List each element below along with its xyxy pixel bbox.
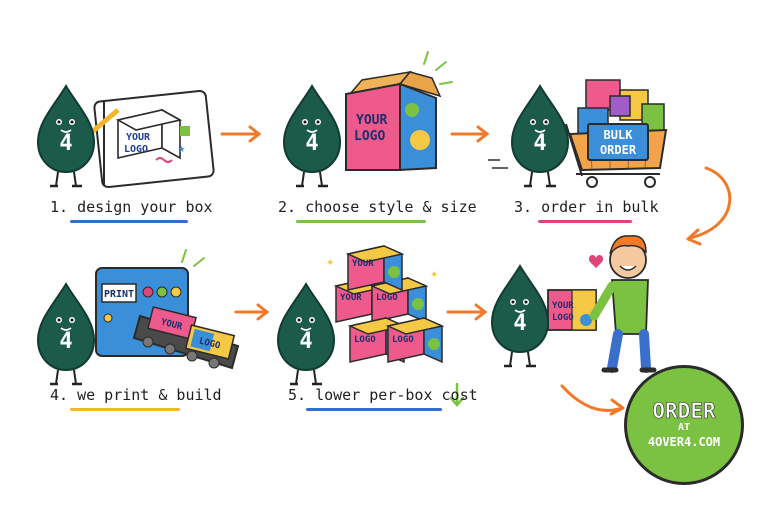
step1-illustration: YOUR LOGO ★ 4 <box>36 84 215 189</box>
delivery-illustration: YOUR LOGO 4 <box>490 235 657 373</box>
cart-wheel <box>586 176 598 188</box>
step-5-underline <box>306 408 442 411</box>
arrow-2-to-3 <box>450 125 490 143</box>
heart-icon <box>588 255 604 268</box>
bulk-sign-line2: ORDER <box>600 143 637 157</box>
mascot-number-6: 4 <box>513 311 526 336</box>
customer-person <box>589 235 657 373</box>
stack-bottom-right-text: LOGO <box>392 335 414 345</box>
arrow-4-to-5 <box>234 303 270 321</box>
arrow-1-to-2 <box>220 125 262 143</box>
sketch-logo-text: LOGO <box>124 144 148 155</box>
mascot-number-3: 4 <box>533 131 546 156</box>
step-4-underline <box>70 408 180 411</box>
mascot-number-5: 4 <box>299 329 312 354</box>
arrow-to-order <box>560 384 624 412</box>
sketch-your-text: YOUR <box>126 132 151 143</box>
cta-order-text: ORDER <box>652 399 716 423</box>
step2-illustration: YOUR LOGO 4 <box>282 51 453 188</box>
step-3-underline <box>538 220 632 223</box>
arrow-3-to-delivery-head <box>686 228 702 246</box>
svg-text:★: ★ <box>178 141 185 155</box>
bulk-sign-line1: BULK <box>604 128 634 142</box>
step4-illustration: PRINT YOUR LOGO 4 <box>36 249 240 386</box>
step-1-underline <box>70 220 188 223</box>
mascot-number-4: 4 <box>59 329 72 354</box>
box2-your-text: YOUR <box>356 113 387 128</box>
stack-bottom-left-text: LOGO <box>354 335 376 345</box>
svg-text:✦: ✦ <box>326 254 335 270</box>
step-4-label: 4. we print & build <box>50 386 222 404</box>
cta-url-text: 4OVER4.COM <box>647 435 721 449</box>
step5-illustration: YOUR YOUR LOGO LOGO LOGO ✦ ✦ 4 <box>276 245 443 386</box>
step3-illustration: BULK ORDER 4 <box>488 79 668 188</box>
step-2-underline <box>296 220 426 223</box>
arrow-3-to-delivery <box>688 166 732 240</box>
down-arrow-icon <box>449 382 465 407</box>
stack-top-text: YOUR <box>352 259 374 269</box>
delivery-box-your: YOUR <box>552 301 574 311</box>
svg-text:✦: ✦ <box>430 266 439 282</box>
machine-label: PRINT <box>104 289 134 300</box>
box2-logo-text: LOGO <box>354 129 385 144</box>
arrow-to-order-head <box>609 398 625 416</box>
sketch-box: YOUR LOGO <box>115 108 183 160</box>
bulk-order-sign <box>587 123 649 161</box>
step-2-label: 2. choose style & size <box>278 198 477 216</box>
step-1-label: 1. design your box <box>50 198 213 216</box>
order-cta-button[interactable]: ORDER AT 4OVER4.COM <box>624 365 744 485</box>
stack-mid-left-text: YOUR <box>340 293 362 303</box>
step-3-label: 3. order in bulk <box>514 198 659 216</box>
arrow-5-to-delivery <box>446 303 488 321</box>
cta-at-text: AT <box>677 422 691 433</box>
pencil <box>90 108 120 134</box>
mascot-number-2: 4 <box>305 131 318 156</box>
cart-wheel <box>644 176 656 188</box>
step-5-label: 5. lower per-box cost <box>288 386 478 404</box>
delivery-box-logo: LOGO <box>552 313 574 323</box>
mascot-number-1: 4 <box>59 131 72 156</box>
stack-mid-right-text: LOGO <box>376 293 398 303</box>
